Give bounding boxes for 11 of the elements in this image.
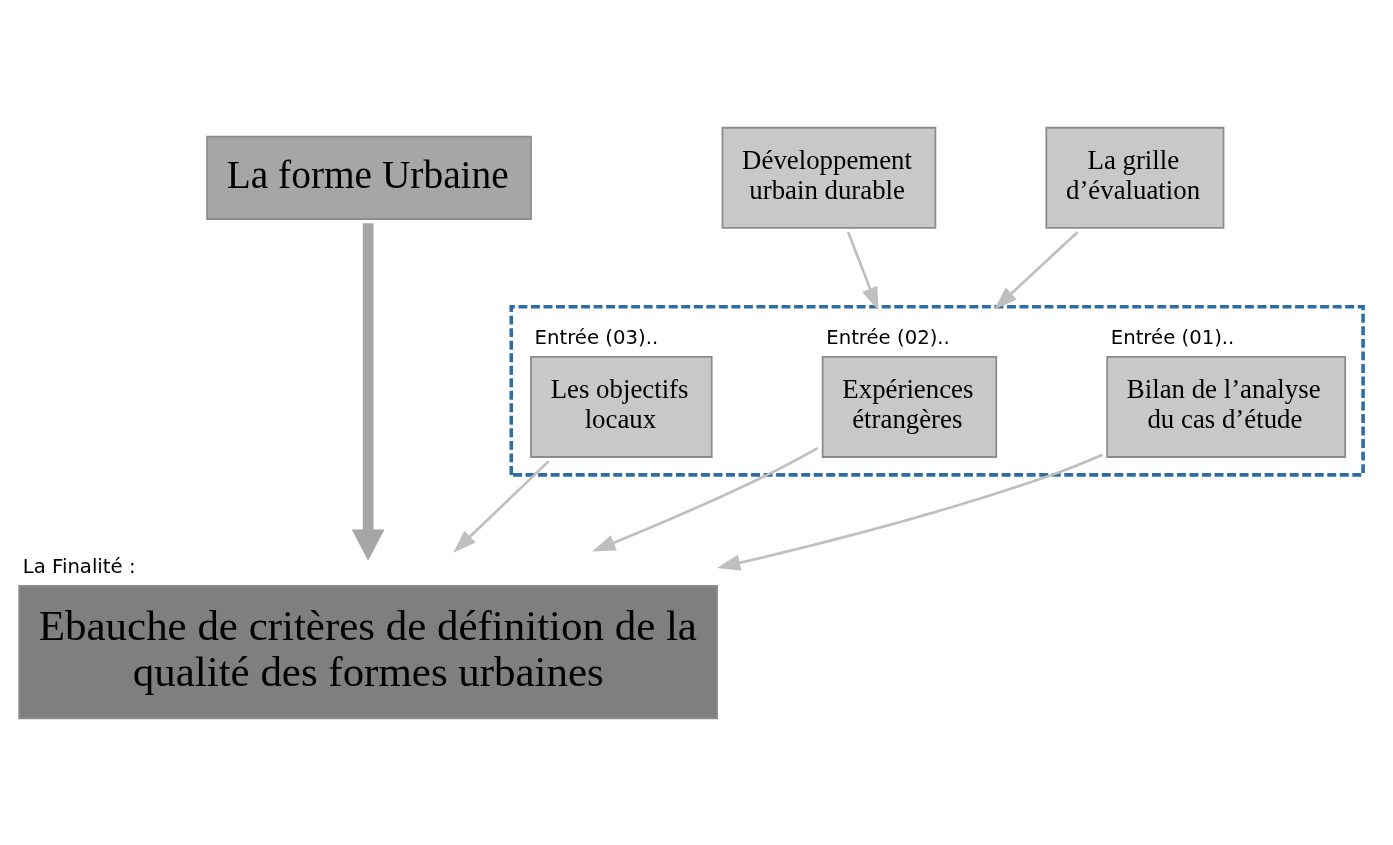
arrow xyxy=(351,222,385,561)
node-label: Entrée (01).. xyxy=(1110,325,1235,349)
node-label: La Finalité : xyxy=(22,554,136,578)
node-label: Entrée (03).. xyxy=(534,325,659,349)
arrow xyxy=(453,459,550,553)
arrow xyxy=(716,453,1103,571)
cluster xyxy=(509,304,1365,477)
arrow xyxy=(994,230,1079,309)
arrow xyxy=(846,230,879,310)
arrow xyxy=(592,446,819,551)
node-label: Entrée (02).. xyxy=(826,325,950,349)
